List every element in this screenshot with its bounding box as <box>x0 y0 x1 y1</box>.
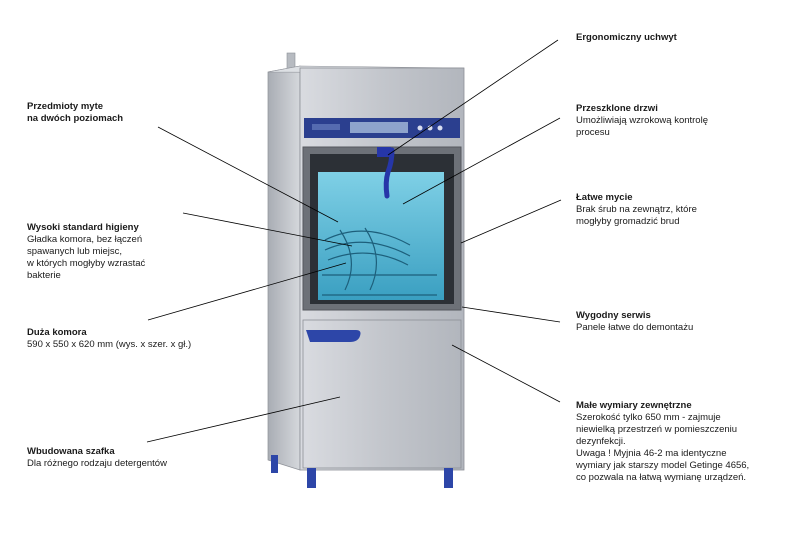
leader-lines <box>146 39 562 443</box>
cabinet-handle-icon[interactable] <box>306 330 361 342</box>
callout-drzwi: Przeszklone drzwi Umożliwiają wzrokową k… <box>576 103 786 139</box>
foot <box>444 468 453 488</box>
button-icon[interactable] <box>437 125 443 131</box>
callout-title: Przeszklone drzwi <box>576 103 658 114</box>
callout-title: Duża komora <box>27 327 87 338</box>
callout-komora: Duża komora 590 x 550 x 620 mm (wys. x s… <box>27 327 257 351</box>
callout-desc: Brak śrub na zewnątrz, które mogłyby gro… <box>576 204 697 227</box>
ergonomic-handle-icon[interactable] <box>383 147 395 199</box>
top-pipe <box>286 52 296 70</box>
callout-szafka: Wbudowana szafka Dla różnego rodzaju det… <box>27 446 227 470</box>
button-icon[interactable] <box>427 125 433 131</box>
side-panel <box>267 65 301 471</box>
callout-uchwyt: Ergonomiczny uchwyt <box>576 32 776 44</box>
detergent-cabinet[interactable] <box>302 319 462 469</box>
callout-title: na dwóch poziomach <box>27 113 124 124</box>
callout-title: Przedmioty myte <box>27 101 104 112</box>
callout-title: Łatwe mycie <box>576 192 633 203</box>
callout-higiena: Wysoki standard higieny Gładka komora, b… <box>27 222 197 282</box>
callout-title: Małe wymiary zewnętrzne <box>576 400 692 411</box>
callout-title: Wygodny serwis <box>576 310 651 321</box>
callout-przedmioty: Przedmioty myte na dwóch poziomach <box>27 101 177 125</box>
button-icon[interactable] <box>417 125 423 131</box>
callout-wymiary: Małe wymiary zewnętrzne Szerokość tylko … <box>576 400 796 484</box>
instruments-icon <box>322 227 437 296</box>
callout-serwis: Wygodny serwis Panele łatwe do demontażu <box>576 310 786 334</box>
callout-mycie: Łatwe mycie Brak śrub na zewnątrz, które… <box>576 192 786 228</box>
display-icon <box>350 122 408 133</box>
foot <box>307 468 316 488</box>
callout-desc: Szerokość tylko 650 mm - zajmuje niewiel… <box>576 412 750 483</box>
callout-desc: Umożliwiają wzrokową kontrolę procesu <box>576 115 708 138</box>
foot <box>271 455 278 473</box>
callout-title: Wysoki standard higieny <box>27 222 139 233</box>
callout-title: Wbudowana szafka <box>27 446 115 457</box>
handle-mount <box>377 147 391 157</box>
callout-desc: Gładka komora, bez łączeń spawanych lub … <box>27 234 146 281</box>
callout-desc: Panele łatwe do demontażu <box>576 322 694 333</box>
callout-title: Ergonomiczny uchwyt <box>576 32 677 43</box>
panel-label-icon <box>312 124 340 130</box>
wash-chamber <box>318 172 444 300</box>
callout-desc: Dla różnego rodzaju detergentów <box>27 458 167 469</box>
callout-desc: 590 x 550 x 620 mm (wys. x szer. x gł.) <box>27 339 192 350</box>
